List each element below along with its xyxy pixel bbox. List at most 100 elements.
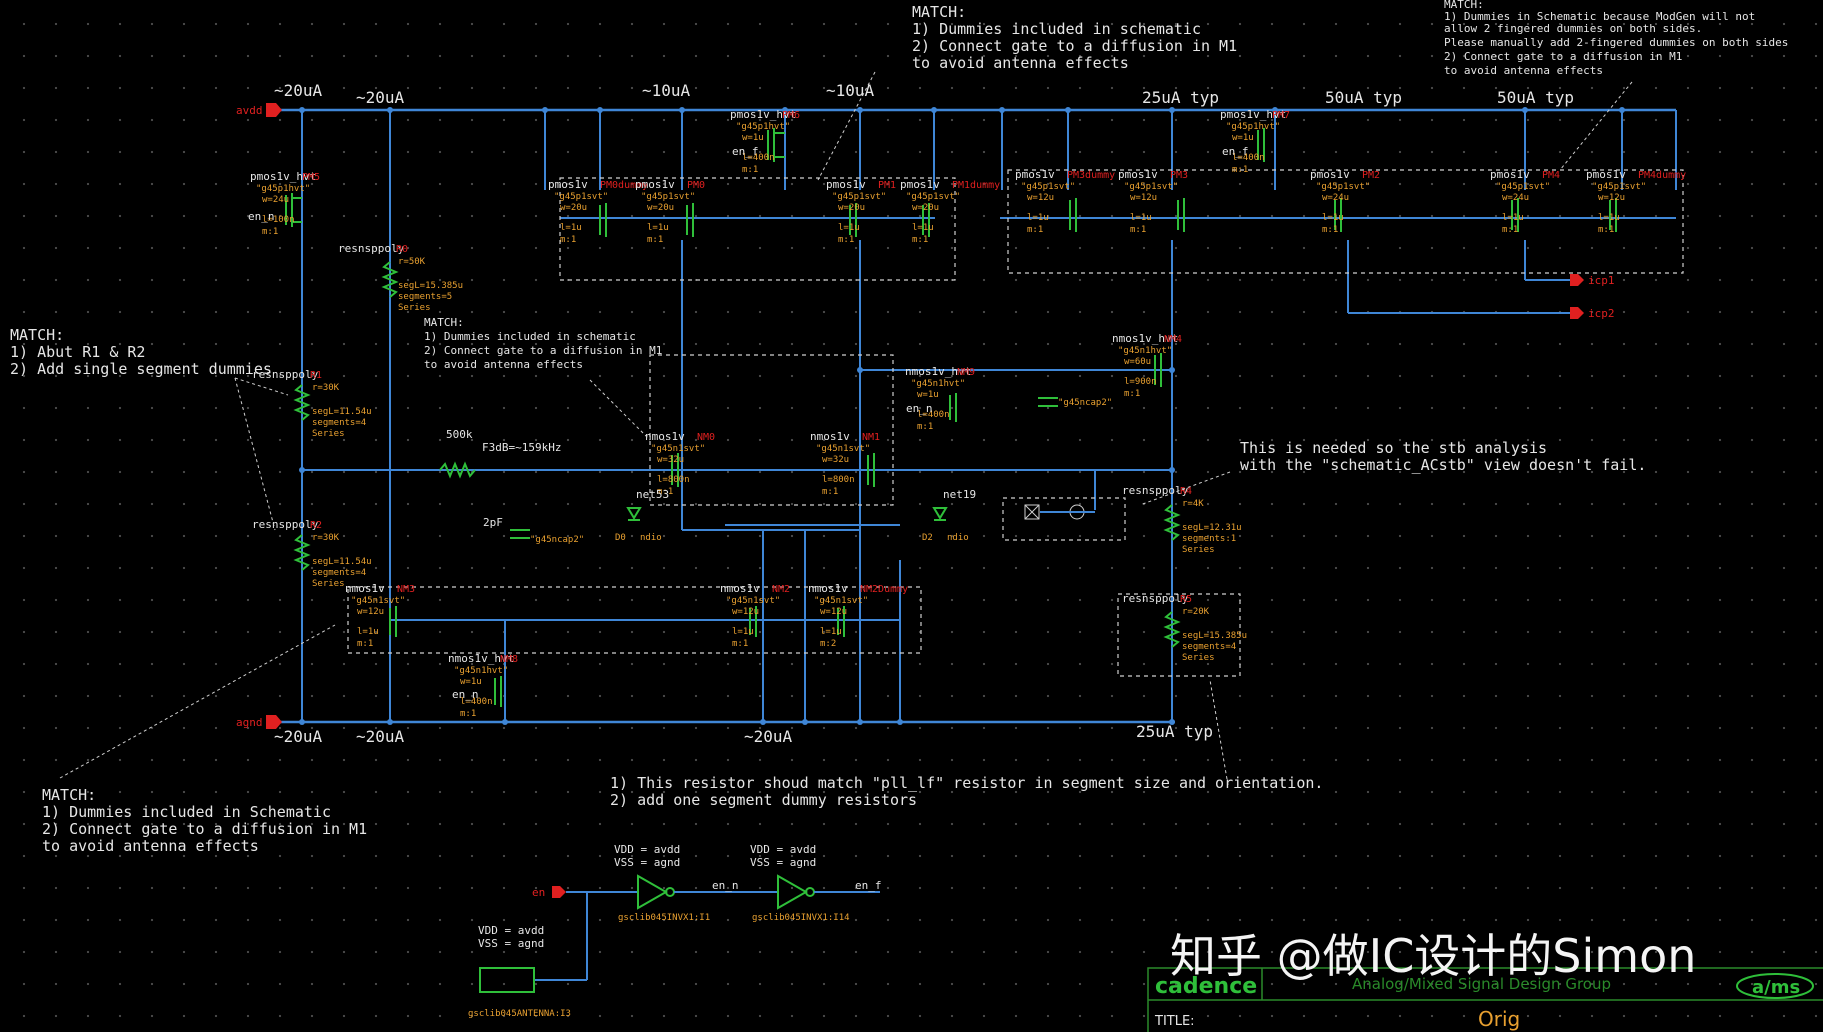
svg-text:1) Dummies in Schematic becaus: 1) Dummies in Schematic because ModGen w… xyxy=(1444,10,1755,23)
device-param-w: w=12u xyxy=(1598,193,1625,203)
stb-box xyxy=(1024,504,1095,520)
device-param-m: m:1 xyxy=(1502,225,1518,235)
device-type: nmos1v xyxy=(808,582,848,595)
svg-text:2) Connect gate to a diffusion: 2) Connect gate to a diffusion in M1 xyxy=(424,344,662,357)
device-param-l: l=900n xyxy=(1124,377,1157,387)
avdd-pin[interactable]: avdd xyxy=(236,103,282,117)
resistor-value: r=30K xyxy=(312,383,340,393)
svg-text:Please manually add 2-fingered: Please manually add 2-fingered dummies o… xyxy=(1444,36,1788,49)
agnd-pin[interactable]: agnd xyxy=(236,715,282,729)
device-model: "g45n1svt" xyxy=(351,596,405,606)
title-block: cadence Analog/Mixed Signal Design Group… xyxy=(1147,967,1823,1032)
device-param-m: m:1 xyxy=(262,227,278,237)
device-param-l: l=1u xyxy=(838,223,860,233)
svg-text:1) Dummies included in schemat: 1) Dummies included in schematic xyxy=(424,330,636,343)
device-model: "g45n1svt" xyxy=(726,596,780,606)
svg-text:to avoid antenna effects: to avoid antenna effects xyxy=(1444,64,1603,77)
pm4dummy-symbol xyxy=(1609,198,1617,232)
resistor-type: resnsppoly xyxy=(252,368,319,381)
device-id: PM1 xyxy=(878,180,896,191)
svg-text:2) Connect gate to a diffusion: 2) Connect gate to a diffusion in M1 xyxy=(1444,50,1682,63)
device-param-m: m:1 xyxy=(1232,165,1248,175)
antenna-cell: VDD = avdd VSS = agnd gsclib045ANTENNA:I… xyxy=(468,892,588,1019)
icp2-pin[interactable]: icp2 xyxy=(1348,307,1615,320)
device-param-w: w=24u xyxy=(1322,193,1349,203)
device-param-m: m:1 xyxy=(560,235,576,245)
device-model: "g45n1svt" xyxy=(651,444,705,454)
svg-text:avdd: avdd xyxy=(236,104,263,117)
device-model: "g45p1svt" xyxy=(641,192,695,202)
resistor-id: R4 xyxy=(1180,486,1192,497)
resistor-value: r=30K xyxy=(312,533,340,543)
svg-text:MATCH:: MATCH: xyxy=(1444,0,1484,11)
note-stb: This is needed so the stb analysis with … xyxy=(1240,439,1646,474)
svg-text:MATCH:: MATCH: xyxy=(912,3,966,21)
device-labels: pmos1v_hvtPM5"g45p1hvt"w=24ul=100nm:1pmo… xyxy=(250,108,1686,719)
device-id: PM1dummy xyxy=(952,180,1000,191)
device-type: nmos1v xyxy=(645,430,685,443)
device-param-w: w=1u xyxy=(742,133,764,143)
filter-notes: 500k F3dB=~159kHz 2pF xyxy=(446,428,561,529)
svg-text:"g45ncap2": "g45ncap2" xyxy=(1058,398,1112,408)
device-id: PM4 xyxy=(1542,170,1560,181)
device-type: pmos1v xyxy=(1310,168,1350,181)
inverter-1: VDD = avdd VSS = agnd gsclib045INVX1:I1 xyxy=(566,843,778,923)
svg-text:25uA typ: 25uA typ xyxy=(1142,88,1219,107)
design-group: Analog/Mixed Signal Design Group xyxy=(1352,975,1611,993)
junctions xyxy=(299,107,1625,725)
device-param-m: m:1 xyxy=(657,487,673,497)
device-param-w: w=1u xyxy=(917,390,939,400)
device-param-w: w=1u xyxy=(460,677,482,687)
note-match-left: MATCH: 1) Abut R1 & R2 2) Add single seg… xyxy=(10,326,272,378)
device-param-m: m:1 xyxy=(742,165,758,175)
note-match-bottom: MATCH: 1) Dummies included in Schematic … xyxy=(42,786,367,855)
device-model: "g45p1svt" xyxy=(906,192,960,202)
device-param-w: w=12u xyxy=(357,607,384,617)
device-param-w: w=12u xyxy=(1130,193,1157,203)
resistor-mode: Series xyxy=(312,579,345,589)
device-type: pmos1v xyxy=(1586,168,1626,181)
device-param-l: l=1u xyxy=(912,223,934,233)
device-param-m: m:1 xyxy=(1027,225,1043,235)
nm4-symbol xyxy=(1154,353,1162,387)
device-param-m: m:1 xyxy=(917,422,933,432)
svg-text:en_f: en_f xyxy=(855,879,882,892)
device-param-l: l=800n xyxy=(657,475,690,485)
icp1-pin[interactable]: icp1 xyxy=(1525,274,1615,287)
resistor-id: R5 xyxy=(1180,594,1192,605)
device-param-m: m:1 xyxy=(1322,225,1338,235)
resistor-mode: Series xyxy=(398,303,431,313)
device-type: nmos1v_hvt xyxy=(905,365,971,378)
resistor-labels: resnsppolyR0r=50KsegL=15.385usegments=5S… xyxy=(252,242,1247,663)
device-id: PM3 xyxy=(1170,170,1188,181)
resistor-mode: Series xyxy=(312,429,345,439)
device-type: pmos1v_hvt xyxy=(730,108,796,121)
svg-text:gsclib045INVX1:I1: gsclib045INVX1:I1 xyxy=(618,913,710,923)
device-param-w: w=20u xyxy=(647,203,674,213)
device-param-m: m:1 xyxy=(732,639,748,649)
svg-text:~10uA: ~10uA xyxy=(642,81,691,100)
device-param-l: l=1u xyxy=(1130,213,1152,223)
device-type: pmos1v xyxy=(1490,168,1530,181)
device-param-l: l=1u xyxy=(1502,213,1524,223)
device-param-w: w=12u xyxy=(732,607,759,617)
en-pin[interactable]: en xyxy=(532,886,566,899)
pm4-symbol xyxy=(1511,198,1519,232)
nm8-symbol xyxy=(494,676,502,707)
nm1-symbol xyxy=(867,453,875,487)
resistor-type: resnsppoly xyxy=(252,518,319,531)
device-model: "g45p1hvt" xyxy=(1226,122,1280,132)
svg-text:en_f: en_f xyxy=(732,145,759,158)
device-model: "g45p1svt" xyxy=(1124,182,1178,192)
svg-text:en_n: en_n xyxy=(712,879,739,892)
